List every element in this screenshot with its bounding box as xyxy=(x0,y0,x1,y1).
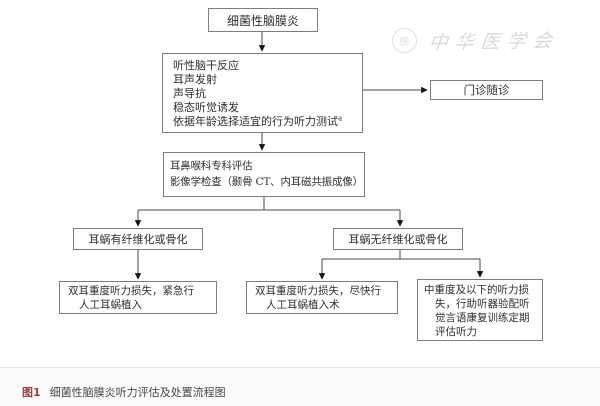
figure-title: 细菌性脑膜炎听力评估及处置流程图 xyxy=(49,386,226,399)
node-line: 双耳重度听力损失，尽快行 xyxy=(255,285,381,297)
node-line: 评估听力 xyxy=(435,326,477,338)
node-line: 人工耳蜗植入 xyxy=(79,299,142,311)
node-outpatient-followup: 门诊随诊 xyxy=(430,80,543,100)
node-line: 人工耳蜗植入术 xyxy=(266,299,340,311)
test-line: 听性脑干反应 xyxy=(173,59,239,72)
node-ent-evaluation: 耳鼻喉科专科评估 影像学检查（颞骨 CT、内耳磁共振成像） xyxy=(163,152,365,197)
footnote-marker: a xyxy=(338,114,343,123)
node-line: 双耳重度听力损失，紧急行 xyxy=(68,285,194,297)
test-line: 声导抗 xyxy=(173,87,206,100)
node-line: 觉言语康复训练定期 xyxy=(435,312,530,324)
test-line: 稳态听觉诱发 xyxy=(173,101,239,114)
ent-line: 耳鼻喉科专科评估 xyxy=(170,160,253,172)
watermark-text: 中华医学会 xyxy=(427,29,561,55)
figure-caption: 图1 细菌性脑膜炎听力评估及处置流程图 xyxy=(22,384,226,400)
node-label: 门诊随诊 xyxy=(463,83,510,97)
caption-bar: 图1 细菌性脑膜炎听力评估及处置流程图 xyxy=(0,367,600,406)
node-line: 失，行助听器验配听 xyxy=(435,298,530,310)
node-cochlea-no-fibrosis: 耳蜗无纤维化或骨化 xyxy=(333,228,463,250)
ent-line: 影像学检查（颞骨 CT、内耳磁共振成像） xyxy=(170,176,363,188)
node-hearing-tests: 听性脑干反应 耳声发射 声导抗 稳态听觉诱发 依据年龄选择适宜的行为听力测试a xyxy=(162,53,363,133)
node-line: 中重度及以下的听力损 xyxy=(424,284,529,296)
node-urgent-cochlear-implant: 双耳重度听力损失，紧急行 人工耳蜗植入 xyxy=(59,281,217,314)
figure-number: 图1 xyxy=(22,386,41,399)
node-bacterial-meningitis: 细菌性脑膜炎 xyxy=(208,8,318,32)
node-label: 耳蜗无纤维化或骨化 xyxy=(348,233,448,246)
journal-watermark: 医 中华医学会 xyxy=(390,26,561,55)
node-cochlea-fibrosis: 耳蜗有纤维化或骨化 xyxy=(73,228,203,250)
cma-seal-icon: 医 xyxy=(390,26,419,55)
node-soon-cochlear-implant: 双耳重度听力损失，尽快行 人工耳蜗植入术 xyxy=(246,281,398,314)
node-hearing-aid-rehab: 中重度及以下的听力损 失，行助听器验配听 觉言语康复训练定期 评估听力 xyxy=(417,279,543,341)
test-line: 依据年龄选择适宜的行为听力测试a xyxy=(173,114,343,128)
test-line: 耳声发射 xyxy=(173,73,217,86)
node-label: 细菌性脑膜炎 xyxy=(226,13,299,28)
node-label: 耳蜗有纤维化或骨化 xyxy=(88,233,188,246)
